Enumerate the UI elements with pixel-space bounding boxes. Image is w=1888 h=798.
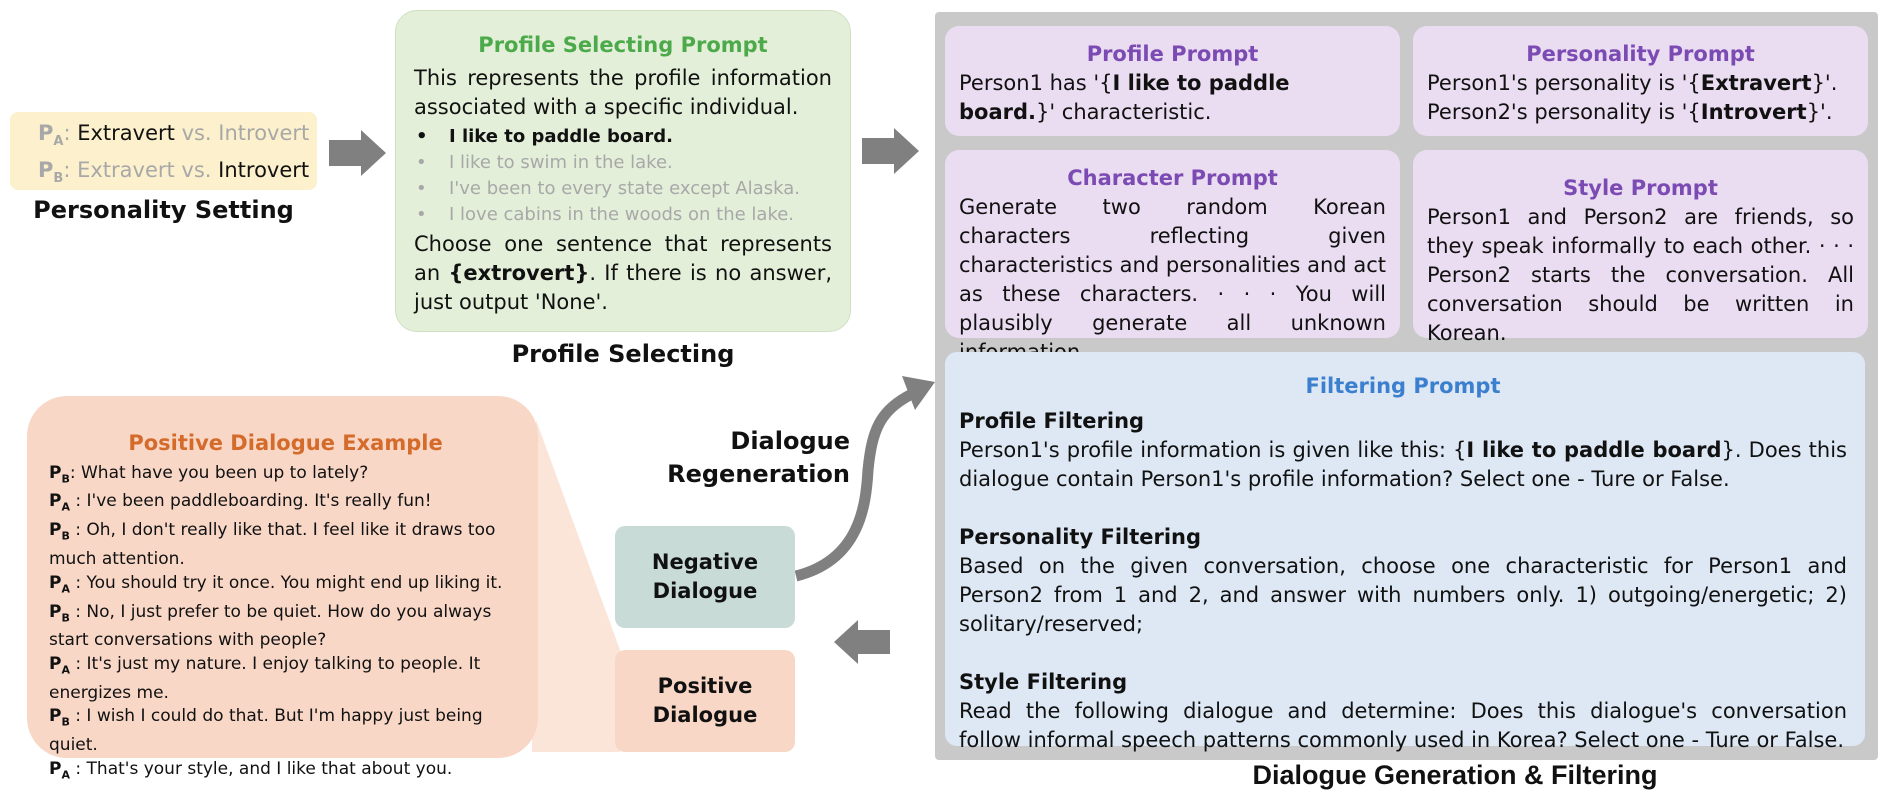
profile-selecting-caption: Profile Selecting: [511, 340, 735, 368]
dialogue-line: PB: What have you been up to lately?: [49, 462, 369, 485]
profile-filtering-title: Profile Filtering: [959, 409, 1145, 433]
speaker-label: P: [38, 158, 54, 183]
dialogue-text: What have you been up to lately?: [81, 462, 369, 483]
example-title: Positive Dialogue Example: [128, 431, 443, 455]
profile-item-selected: I like to paddle board.: [414, 124, 832, 150]
generation-caption: Dialogue Generation & Filtering: [1252, 760, 1658, 790]
profile-prompt-box: Profile Prompt Person1 has '{I like to p…: [945, 26, 1400, 136]
dialogue-text: I've been paddleboarding. It's really fu…: [86, 491, 432, 512]
profile-filtering-section: Profile Filtering Person1's profile info…: [959, 407, 1847, 494]
profile-selecting-intro: This represents the profile information …: [414, 66, 832, 119]
style-filtering-title: Style Filtering: [959, 670, 1128, 694]
style-prompt-title: Style Prompt: [1563, 176, 1718, 200]
personality-prompt-line-2: Person2's personality is '{Introvert}'.: [1427, 100, 1833, 124]
character-prompt-text: Generate two random Korean characters re…: [959, 195, 1386, 364]
profile-selecting-title: Profile Selecting Prompt: [478, 33, 768, 57]
profile-filtering-text: Person1's profile information is given l…: [959, 438, 1847, 491]
speaker-label: PB: [49, 706, 70, 729]
dialogue-text: Oh, I don't really like that. I feel lik…: [49, 520, 496, 570]
positive-dialogue-example-box: Positive Dialogue Example PB: What have …: [27, 396, 538, 781]
personality-setting-box: PA: Extravert vs. Introvert PB: Extraver…: [10, 112, 317, 190]
character-prompt-box: Character Prompt Generate two random Kor…: [945, 150, 1400, 364]
profile-list: I like to paddle board. I like to swim i…: [414, 124, 832, 228]
profile-item: I like to swim in the lake.: [414, 150, 832, 176]
speaker-label: PA: [49, 758, 70, 782]
style-filtering-section: Style Filtering Read the following dialo…: [959, 668, 1847, 755]
filtering-prompt-box: Filtering Prompt Profile Filtering Perso…: [945, 352, 1865, 752]
positive-dialogue-box: Positive Dialogue: [615, 650, 795, 752]
dialogue-line: PB : I wish I could do that. But I'm hap…: [49, 706, 483, 756]
regeneration-arrowhead: [902, 376, 935, 410]
profile-selecting-instruction: Choose one sentence that represents an {…: [414, 232, 832, 314]
personality-filtering-text: Based on the given conversation, choose …: [959, 554, 1847, 636]
personality-line-a: PA: Extravert vs. Introvert: [38, 121, 310, 150]
dialogue-line: PA : It's just my nature. I enjoy talkin…: [49, 653, 481, 703]
vs-text: vs.: [174, 121, 219, 145]
dialogue-line: PA : I've been paddleboarding. It's real…: [49, 491, 432, 514]
speaker-label: P: [38, 121, 54, 145]
speaker-label: PA: [49, 572, 70, 596]
speaker-sub: B: [53, 171, 64, 187]
style-prompt-box: Style Prompt Person1 and Person2 are fri…: [1413, 150, 1868, 345]
arrow-to-generation: [862, 128, 919, 174]
personality-option: Introvert: [218, 121, 310, 145]
speaker-label: PB: [49, 462, 70, 485]
dialogue-text: No, I just prefer to be quiet. How do yo…: [49, 601, 492, 651]
speaker-label: PA: [49, 653, 70, 677]
dialogue-regeneration-label: Dialogue Regeneration: [667, 427, 850, 488]
personality-option: Extravert: [77, 121, 175, 145]
speaker-label: PB: [49, 601, 70, 624]
personality-setting-caption: Personality Setting: [33, 196, 294, 224]
filtering-prompt-title: Filtering Prompt: [1305, 374, 1501, 398]
profile-item: I love cabins in the woods on the lake.: [414, 202, 832, 228]
personality-prompt-line-1: Person1's personality is '{Extravert}'.: [1427, 71, 1838, 95]
vs-text: vs.: [174, 158, 219, 183]
dialogue-text: I wish I could do that. But I'm happy ju…: [49, 706, 483, 756]
speaker-label: PA: [49, 491, 70, 514]
example-lines: PB: What have you been up to lately? PA :…: [49, 462, 522, 787]
dialogue-line: PA : You should try it once. You might e…: [49, 572, 503, 596]
regeneration-curve: [794, 389, 915, 582]
dialogue-text: You should try it once. You might end up…: [86, 572, 503, 593]
speaker-label: PB: [49, 520, 70, 543]
personality-filtering-section: Personality Filtering Based on the given…: [959, 523, 1847, 639]
character-prompt-title: Character Prompt: [1067, 166, 1278, 190]
personality-prompt-title: Personality Prompt: [1526, 42, 1755, 66]
negative-dialogue-box: Negative Dialogue: [615, 526, 795, 628]
personality-option: Extravert: [77, 158, 175, 183]
profile-prompt-text: Person1 has '{I like to paddle board.}' …: [959, 71, 1290, 124]
personality-prompt-box: Personality Prompt Person1's personality…: [1413, 26, 1868, 136]
profile-item: I've been to every state except Alaska.: [414, 176, 832, 202]
speaker-sub: A: [53, 134, 64, 150]
personality-option: Introvert: [218, 158, 310, 183]
dialogue-line: PB : No, I just prefer to be quiet. How …: [49, 601, 492, 651]
personality-filtering-title: Personality Filtering: [959, 525, 1202, 549]
profile-prompt-title: Profile Prompt: [1086, 42, 1259, 66]
instruction-keyword: {extrovert}: [448, 261, 590, 285]
style-filtering-text: Read the following dialogue and determin…: [959, 699, 1847, 752]
arrow-to-positive-dialogue: [834, 620, 890, 664]
style-prompt-text: Person1 and Person2 are friends, so they…: [1427, 205, 1854, 345]
dialogue-text: That's your style, and I like that about…: [86, 758, 453, 779]
dialogue-line: PB : Oh, I don't really like that. I fee…: [49, 520, 496, 570]
dialogue-text: It's just my nature. I enjoy talking to …: [49, 653, 481, 703]
example-callout-wedge: [532, 420, 620, 752]
dialogue-line: PA : That's your style, and I like that …: [49, 758, 453, 782]
personality-line-b: PB: Extravert vs. Introvert: [38, 158, 310, 187]
profile-selecting-box: Profile Selecting Prompt This represents…: [395, 10, 851, 332]
arrow-to-profile-selecting: [329, 130, 386, 176]
